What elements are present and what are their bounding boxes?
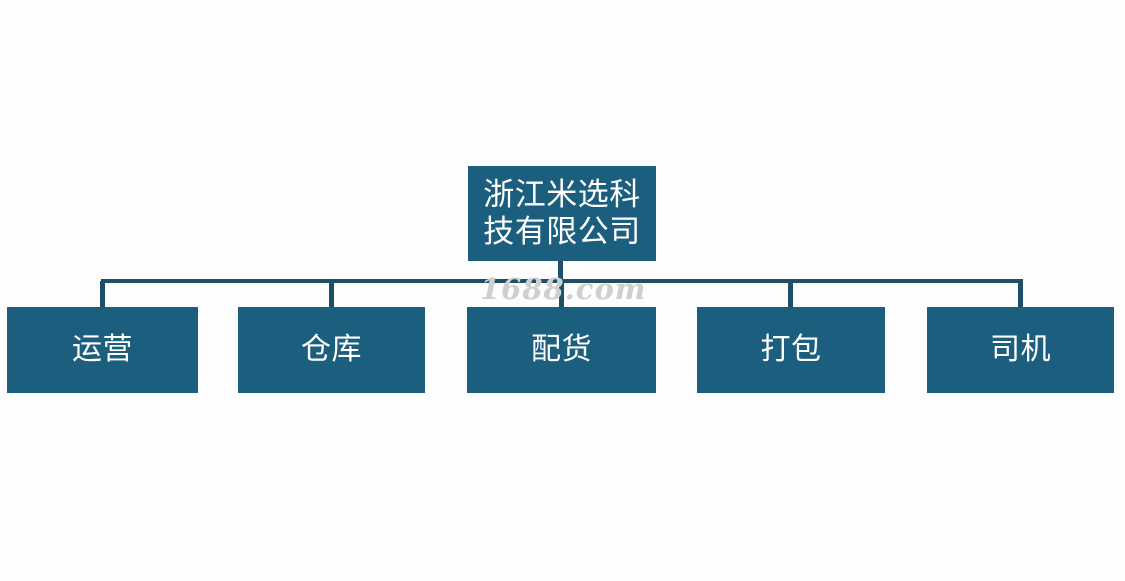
connector-drop-4: [788, 281, 793, 308]
org-node-driver-label: 司机: [990, 332, 1051, 368]
org-node-operations-label: 运营: [72, 332, 133, 368]
org-node-operations[interactable]: 运营: [7, 307, 198, 393]
org-node-root-label: 浙江米选科技有限公司: [483, 176, 641, 250]
watermark-text: 1688.com: [480, 272, 647, 306]
org-node-distribution[interactable]: 配货: [467, 307, 656, 393]
connector-drop-5: [1018, 281, 1023, 308]
org-node-distribution-label: 配货: [531, 332, 592, 368]
connector-drop-2: [329, 281, 334, 308]
org-node-warehouse-label: 仓库: [301, 332, 362, 368]
org-node-packing-label: 打包: [760, 332, 822, 368]
org-node-root[interactable]: 浙江米选科技有限公司: [468, 166, 656, 261]
connector-root-stem: [558, 261, 563, 282]
connector-drop-1: [100, 281, 105, 308]
org-node-driver[interactable]: 司机: [927, 307, 1114, 393]
org-node-packing[interactable]: 打包: [697, 307, 885, 393]
org-node-warehouse[interactable]: 仓库: [238, 307, 425, 393]
connector-drop-3: [559, 281, 564, 308]
